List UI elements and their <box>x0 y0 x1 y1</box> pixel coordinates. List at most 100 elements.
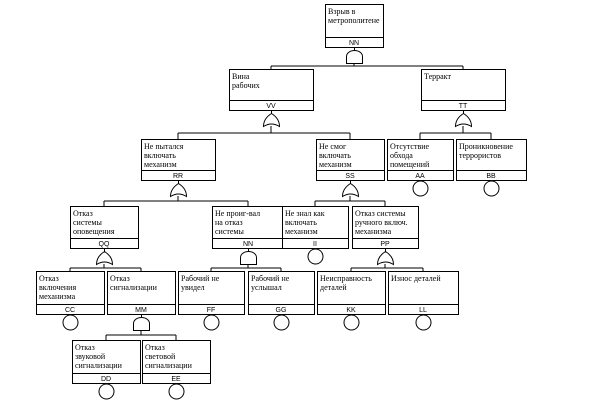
event-code: TT <box>459 103 468 110</box>
event-box <box>36 271 105 315</box>
event-box <box>421 69 506 111</box>
and-gate-icon <box>240 251 257 265</box>
event-box <box>72 340 141 384</box>
event-box <box>107 271 176 315</box>
event-label-line: Отказ <box>73 209 93 218</box>
event-code: EE <box>171 376 181 383</box>
connector-lines <box>69 63 492 340</box>
basic-event-icon <box>415 314 432 331</box>
event-label-line: Рабочий не <box>181 274 220 283</box>
event-label-line: сигнализации <box>110 283 158 292</box>
event-box <box>387 139 454 181</box>
event-label-line: на отказ <box>215 218 243 227</box>
event-code: NN <box>349 40 359 47</box>
event-code: VV <box>266 103 276 110</box>
event-label-line: Отказ <box>39 274 59 283</box>
and-gate-icon <box>346 50 363 64</box>
event-code: LL <box>419 307 427 314</box>
event-nodes: Взрыв вметрополитенеNNВинарабочихVVТерра… <box>36 4 527 400</box>
event-code: PP <box>380 241 390 248</box>
event-box <box>70 206 139 249</box>
event-label-line: Вина <box>232 72 250 81</box>
event-label-line: обхода <box>390 151 413 160</box>
event-code: FF <box>207 307 216 314</box>
event-code: BB <box>486 173 496 180</box>
event-label-line: включать <box>319 151 351 160</box>
event-label-line: Износ деталей <box>391 274 441 283</box>
basic-event-icon <box>168 383 185 400</box>
event-code: DD <box>101 376 111 383</box>
event-label-line: услышал <box>251 283 282 292</box>
event-label-line: сигнализации <box>145 361 193 370</box>
event-label-line: механизма <box>355 227 392 236</box>
basic-event-icon <box>307 248 324 265</box>
event-code: QQ <box>99 241 110 248</box>
event-box <box>456 139 527 181</box>
event-label-line: Отсутствие <box>390 142 430 151</box>
event-box <box>388 271 459 315</box>
event-label-line: механизм <box>285 227 318 236</box>
basic-event-icon <box>203 314 220 331</box>
event-box <box>212 206 285 249</box>
event-box <box>282 206 349 249</box>
event-label-line: оповещения <box>73 227 115 236</box>
event-label-line: Неисправность <box>320 274 372 283</box>
event-code: NN <box>243 241 253 248</box>
event-box <box>141 139 216 181</box>
event-label-line: Не смог <box>319 142 347 151</box>
and-gate-icon <box>133 317 150 331</box>
event-label-line: деталей <box>320 283 347 292</box>
event-label-line: Не знал как <box>285 209 325 218</box>
event-label-line: террористов <box>459 151 501 160</box>
event-label-line: системы <box>215 227 244 236</box>
event-label-line: Отказ <box>110 274 130 283</box>
or-gate-icon <box>376 250 395 266</box>
basic-event-icon <box>412 180 429 197</box>
or-gate-icon <box>95 250 114 266</box>
event-code: GG <box>276 307 287 314</box>
event-box <box>178 271 245 315</box>
event-box <box>325 4 384 48</box>
event-label-line: Рабочий не <box>251 274 290 283</box>
or-gate-icon <box>341 182 360 198</box>
event-code: KK <box>346 307 356 314</box>
event-label-line: механизм <box>144 160 177 169</box>
event-box <box>248 271 315 315</box>
event-label-line: Терракт <box>424 72 451 81</box>
event-code: SS <box>345 173 355 180</box>
event-code: II <box>313 241 317 248</box>
event-code: CC <box>65 307 75 314</box>
event-label-line: звуковой <box>75 352 106 361</box>
event-label-line: метрополитене <box>328 16 380 25</box>
event-label-line: механизма <box>39 292 76 301</box>
event-box <box>229 69 314 111</box>
event-label-line: включать <box>285 218 317 227</box>
event-code: AA <box>415 173 425 180</box>
basic-event-icon <box>62 314 79 331</box>
event-label-line: Отказ <box>75 343 95 352</box>
event-label-line: Отказ системы <box>355 209 406 218</box>
event-label-line: механизм <box>319 160 352 169</box>
event-label-line: Не пытался <box>144 142 184 151</box>
basic-event-icon <box>483 180 500 197</box>
event-label-line: помещений <box>390 160 430 169</box>
basic-event-icon <box>343 314 360 331</box>
